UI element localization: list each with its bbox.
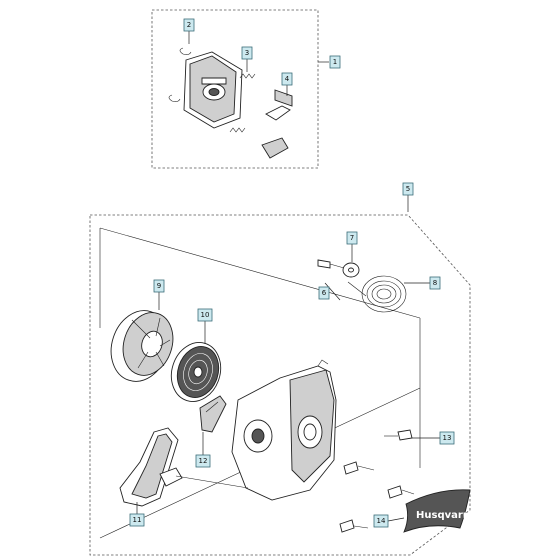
kit-1-frame (151, 9, 319, 169)
svg-text:10: 10 (201, 311, 210, 319)
callout-9: 9 (153, 279, 165, 293)
callout-3: 3 (241, 46, 253, 60)
rewind-spring-part (347, 275, 407, 313)
callout-2: 2 (183, 18, 195, 32)
screw-small-part (317, 259, 345, 269)
rope-pulley-part (110, 310, 174, 382)
callout-1: 1 (329, 55, 341, 69)
callout-6: 6 (318, 286, 330, 300)
callout-12: 12 (195, 454, 211, 468)
svg-text:3: 3 (245, 49, 249, 57)
spring-cassette-part (170, 342, 222, 402)
pawl-spring-part (229, 73, 256, 133)
callout-10: 10 (197, 308, 213, 322)
svg-text:11: 11 (133, 516, 142, 524)
svg-text:8: 8 (433, 279, 437, 287)
pawl-part (261, 89, 293, 159)
brand-decal-text: Husqvarna (416, 510, 477, 521)
callout-13: 13 (439, 431, 455, 445)
callout-4: 4 (281, 72, 293, 86)
callout-14: 14 (373, 514, 389, 528)
svg-text:5: 5 (406, 185, 410, 193)
svg-text:9: 9 (157, 282, 161, 290)
svg-text:1: 1 (333, 58, 337, 66)
svg-text:6: 6 (322, 289, 327, 297)
svg-text:2: 2 (187, 21, 191, 29)
inner-guide-lines (99, 227, 421, 539)
leader-lines (136, 31, 440, 522)
kit-5-frame (89, 214, 471, 556)
starter-housing-part (231, 359, 337, 501)
rope-guide-part (199, 395, 227, 433)
svg-text:4: 4 (285, 75, 290, 83)
svg-text:12: 12 (199, 457, 208, 465)
svg-text:7: 7 (350, 234, 354, 242)
callout-8: 8 (429, 276, 441, 290)
retainer-clip-part (168, 47, 192, 102)
brand-decal-part: Husqvarna (403, 489, 477, 533)
svg-text:14: 14 (377, 517, 386, 525)
washer-part (342, 262, 360, 278)
callout-7: 7 (346, 231, 358, 245)
callout-11: 11 (129, 513, 145, 527)
callout-5: 5 (402, 182, 414, 196)
pawl-housing-part (183, 51, 243, 129)
svg-text:13: 13 (443, 434, 452, 442)
housing-screw-part (339, 429, 415, 533)
starter-handle-part (119, 427, 249, 507)
